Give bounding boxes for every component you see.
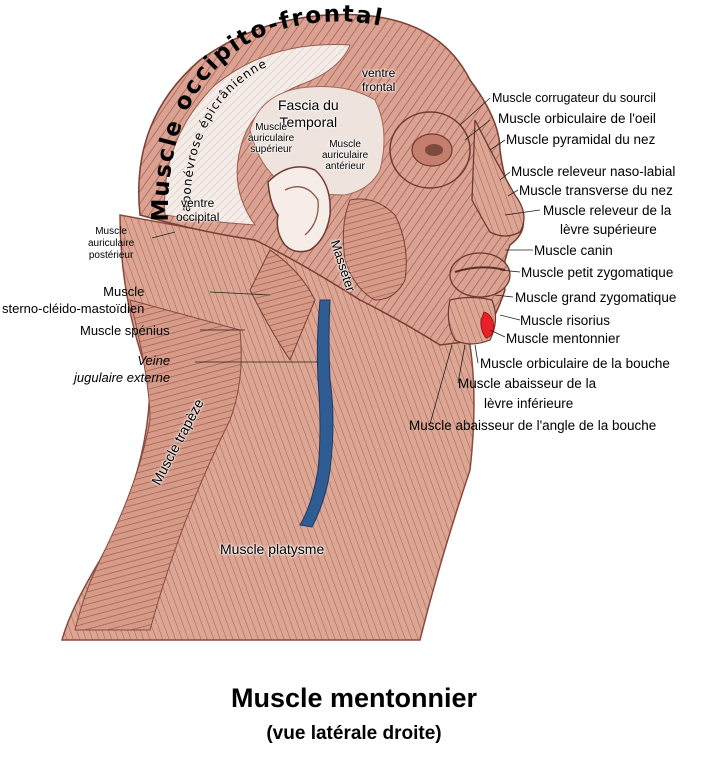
petit-zygomatique-label: Muscle petit zygomatique xyxy=(521,265,674,280)
external-jugular-vein xyxy=(299,299,334,528)
nose-shape xyxy=(471,119,525,237)
auriculaire-posterieur-label: Muscle auriculaire postérieur xyxy=(88,226,135,261)
corrugateur-label: Muscle corrugateur du sourcil xyxy=(492,91,656,105)
epicranial-aponeurosis xyxy=(164,44,351,226)
ventre-frontal-label: ventre frontal xyxy=(362,66,396,94)
grand-zygomatique-label: Muscle grand zygomatique xyxy=(515,290,677,305)
releveur-naso-labial-label: Muscle releveur naso-labial xyxy=(511,164,676,179)
trapezius-shape xyxy=(74,299,242,631)
auriculaire-anterieur-label: Muscle auriculaire antérieur xyxy=(322,139,369,172)
fascia-temporal-label: Fascia du Temporal xyxy=(278,97,339,130)
figure-title: Muscle mentonnier xyxy=(230,683,478,713)
canin-label: Muscle canin xyxy=(534,243,613,258)
orbiculaire-bouche-label: Muscle orbiculaire de la bouche xyxy=(480,356,670,371)
leader-lines xyxy=(151,97,541,425)
mentonnier-label: Muscle mentonnier xyxy=(506,331,621,346)
splenius-label: Muscle spénius xyxy=(80,323,170,338)
sternocleidomastoid-shape xyxy=(249,249,316,362)
abaisseur-levre-inf-label-2: lèvre inférieure xyxy=(484,396,574,411)
orbicularis-oris-shape xyxy=(449,252,511,298)
sterno-label: Muscle sterno-cléido-mastoïdien xyxy=(2,284,145,316)
transverse-nez-label: Muscle transverse du nez xyxy=(519,183,673,198)
head-neck-illustration xyxy=(61,13,541,641)
platysme-label: Muscle platysme xyxy=(220,541,325,557)
releveur-levre-sup-label: Muscle releveur de la xyxy=(543,203,672,218)
auriculaire-superieur-label: Muscle auriculaire supérieur xyxy=(248,122,295,155)
orbiculaire-oeil-label: Muscle orbiculaire de l'oeil xyxy=(498,111,656,126)
veine-label: Veine jugulaire externe xyxy=(74,353,171,385)
ear-shape xyxy=(267,166,331,253)
pyramidal-nez-label: Muscle pyramidal du nez xyxy=(506,132,656,147)
risorius-label: Muscle risorius xyxy=(520,313,611,328)
abaisseur-levre-inf-label: Muscle abaisseur de la xyxy=(458,376,597,391)
abaisseur-angle-bouche-label: Muscle abaisseur de l'angle de la bouche xyxy=(409,418,657,433)
mentalis-highlight xyxy=(480,311,495,339)
masseter-shape xyxy=(342,198,407,301)
ventre-occipital-label: ventre occipital xyxy=(176,196,220,224)
releveur-levre-sup-label-2: lèvre supérieure xyxy=(560,222,657,237)
figure-subtitle: (vue latérale droite) xyxy=(266,723,442,744)
occipito-frontal-arc: Muscle occipito-frontal aponévrose épicr… xyxy=(148,1,384,222)
